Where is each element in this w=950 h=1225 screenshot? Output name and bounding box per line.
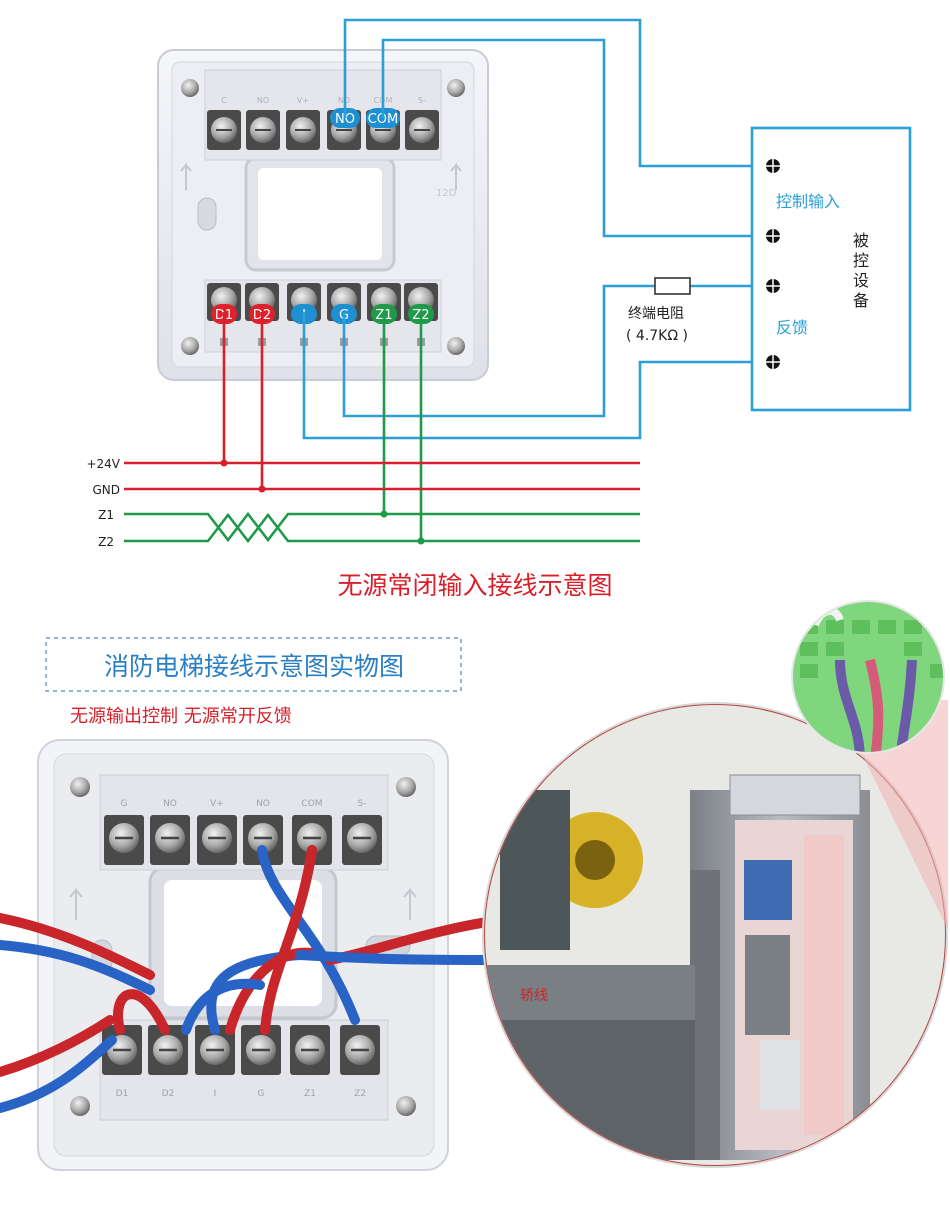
board-mark: 12D (436, 188, 457, 199)
photo-bottom-label: D1 (116, 1089, 129, 1099)
photo-wires (0, 845, 505, 1113)
resistor-label: 终端电阻 (628, 306, 684, 322)
badge-no-text: NO (335, 112, 355, 127)
bus-label-z2: Z2 (98, 535, 114, 549)
photo-bottom-terminal-strip: D1 D2 I G Z1 Z2 (99, 1019, 389, 1121)
bus-wires (382, 312, 423, 541)
section-subtitle: 无源输出控制 无源常开反馈 (70, 706, 292, 727)
bus-label-24v: +24V (86, 457, 120, 471)
device-title-char: 备 (853, 291, 869, 310)
bus-label-z1: Z1 (98, 508, 114, 522)
photo-bottom-label: I (214, 1089, 217, 1099)
top-terminal-label: C (221, 96, 227, 105)
top-terminal-label: V+ (297, 96, 309, 105)
terminal-resistor-symbol (654, 277, 691, 295)
photo-elevator-room: 轿线 (482, 702, 948, 1168)
diagram-caption: 无源常闭输入接线示意图 (337, 571, 612, 600)
photo-top-label: NO (163, 799, 177, 809)
photo-top-label: NO (256, 799, 270, 809)
zoom-beam (800, 700, 948, 930)
photo-bottom-label: D2 (162, 1089, 175, 1099)
device-title-char: 设 (853, 271, 869, 290)
photo-bottom-label: Z1 (304, 1089, 316, 1099)
wire-g-to-resistor (342, 284, 655, 418)
top-terminal-label: NO (257, 96, 269, 105)
label-feedback: 反馈 (776, 318, 808, 337)
photo-bottom-label: Z2 (354, 1089, 366, 1099)
device-title-char: 控 (853, 251, 869, 270)
control-wires (302, 18, 773, 440)
bus-label-gnd: GND (92, 483, 120, 497)
photo-top-label: COM (301, 799, 322, 809)
label-control-input: 控制输入 (776, 192, 840, 211)
device-title-char: 被 (853, 231, 869, 250)
photo-bottom-label: G (258, 1089, 265, 1099)
wire-i-to-feedback (302, 312, 773, 440)
section-title-frame (45, 637, 462, 692)
photo-top-terminal-strip: G NO V+ NO COM S- (99, 774, 389, 871)
section-title: 消防电梯接线示意图实物图 (104, 652, 404, 681)
resistor-value: ( 4.7KΩ ) (626, 328, 688, 344)
rail-text: 轿线 (520, 988, 548, 1004)
photo-top-label: S- (358, 799, 367, 809)
top-terminal-label: S- (418, 96, 426, 105)
photo-zoom-terminals (791, 600, 945, 754)
power-wires (222, 312, 264, 489)
wire-com-to-device (381, 38, 773, 238)
photo-top-label: G (121, 799, 128, 809)
bus-lines: +24V GND Z1 Z2 (86, 457, 640, 549)
photo-top-label: V+ (210, 799, 224, 809)
badge-com-text: COM (368, 112, 399, 127)
wire-no-to-device (343, 18, 773, 168)
